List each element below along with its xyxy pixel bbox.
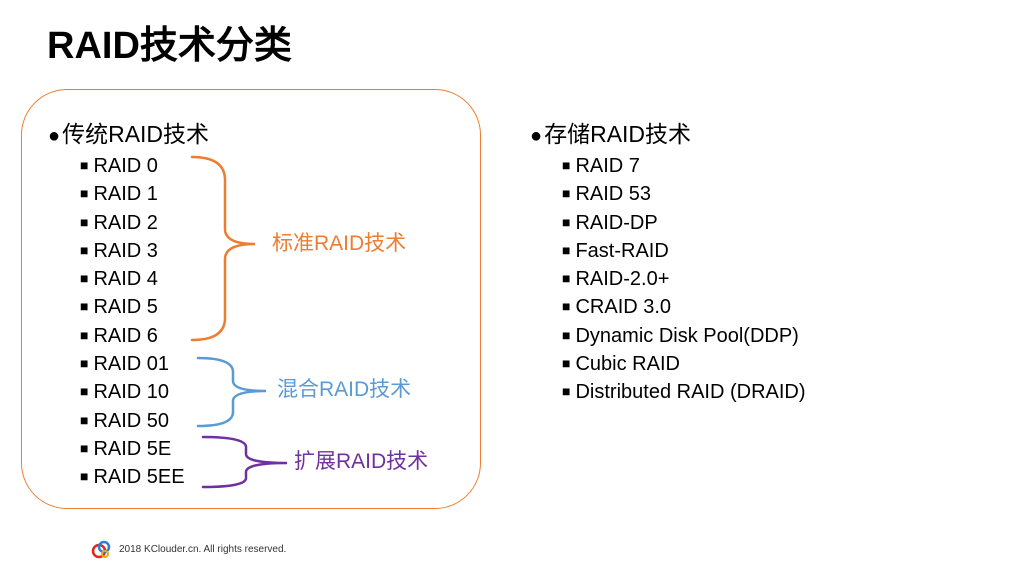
list-item: ■RAID 5EE <box>80 466 185 489</box>
square-bullet-icon: ■ <box>562 355 571 372</box>
square-bullet-icon: ■ <box>80 298 89 315</box>
list-item: ■RAID 3 <box>80 239 158 262</box>
list-item: ■RAID 4 <box>80 268 158 291</box>
list-item: ■RAID 01 <box>80 353 170 376</box>
storage-raid-list: ■RAID 7 ■RAID 53 ■RAID-DP ■Fast-RAID ■RA… <box>562 151 806 406</box>
traditional-raid-frame <box>21 89 481 509</box>
extended-brace <box>201 435 288 489</box>
list-item: ■RAID 53 <box>562 183 652 206</box>
square-bullet-icon: ■ <box>80 411 89 428</box>
hybrid-brace <box>196 356 267 428</box>
traditional-raid-heading: ●传统RAID技术 <box>48 119 209 151</box>
storage-raid-heading-text: 存储RAID技术 <box>544 121 692 147</box>
page-title: RAID技术分类 <box>47 25 292 67</box>
square-bullet-icon: ■ <box>80 270 89 287</box>
square-bullet-icon: ■ <box>80 383 89 400</box>
square-bullet-icon: ■ <box>562 298 571 315</box>
square-bullet-icon: ■ <box>80 355 89 372</box>
bullet-dot-icon: ● <box>48 125 61 147</box>
list-item: ■RAID-DP <box>562 211 658 234</box>
list-item: ■RAID 50 <box>80 409 170 432</box>
list-item: ■RAID 0 <box>80 155 158 177</box>
list-item: ■Dynamic Disk Pool(DDP) <box>562 324 799 347</box>
square-bullet-icon: ■ <box>562 241 571 258</box>
standard-raid-label: 标准RAID技术 <box>272 232 407 255</box>
traditional-raid-list: ■RAID 0 ■RAID 1 ■RAID 2 ■RAID 3 ■RAID 4 … <box>80 151 185 491</box>
list-item: ■RAID 2 <box>80 211 158 234</box>
square-bullet-icon: ■ <box>80 326 89 343</box>
list-item: ■Distributed RAID (DRAID) <box>562 381 806 404</box>
extended-raid-label: 扩展RAID技术 <box>294 450 429 473</box>
square-bullet-icon: ■ <box>562 383 571 400</box>
list-item: ■RAID 6 <box>80 324 158 347</box>
bullet-dot-icon: ● <box>530 125 543 147</box>
square-bullet-icon: ■ <box>562 157 571 173</box>
square-bullet-icon: ■ <box>80 157 89 173</box>
storage-raid-heading: ●存储RAID技术 <box>530 119 691 151</box>
square-bullet-icon: ■ <box>80 185 89 202</box>
square-bullet-icon: ■ <box>80 241 89 258</box>
list-item: ■RAID 5 <box>80 296 158 319</box>
square-bullet-icon: ■ <box>80 439 89 456</box>
footer: 2018 KClouder.cn. All rights reserved. <box>91 538 286 560</box>
square-bullet-icon: ■ <box>562 326 571 343</box>
list-item: ■RAID 10 <box>80 381 170 404</box>
hybrid-raid-label: 混合RAID技术 <box>277 378 412 401</box>
list-item: ■RAID 7 <box>562 155 640 177</box>
square-bullet-icon: ■ <box>80 213 89 230</box>
square-bullet-icon: ■ <box>80 468 89 485</box>
list-item: ■Fast-RAID <box>562 239 669 262</box>
square-bullet-icon: ■ <box>562 185 571 202</box>
list-item: ■RAID 1 <box>80 183 158 206</box>
square-bullet-icon: ■ <box>562 213 571 230</box>
kclouder-logo-icon <box>91 540 111 559</box>
list-item: ■RAID 5E <box>80 437 172 460</box>
traditional-raid-heading-text: 传统RAID技术 <box>62 121 210 147</box>
copyright-text: 2018 KClouder.cn. All rights reserved. <box>119 543 287 555</box>
square-bullet-icon: ■ <box>562 270 571 287</box>
standard-brace <box>190 155 256 342</box>
list-item: ■CRAID 3.0 <box>562 296 672 319</box>
list-item: ■Cubic RAID <box>562 353 680 376</box>
list-item: ■RAID-2.0+ <box>562 268 670 291</box>
